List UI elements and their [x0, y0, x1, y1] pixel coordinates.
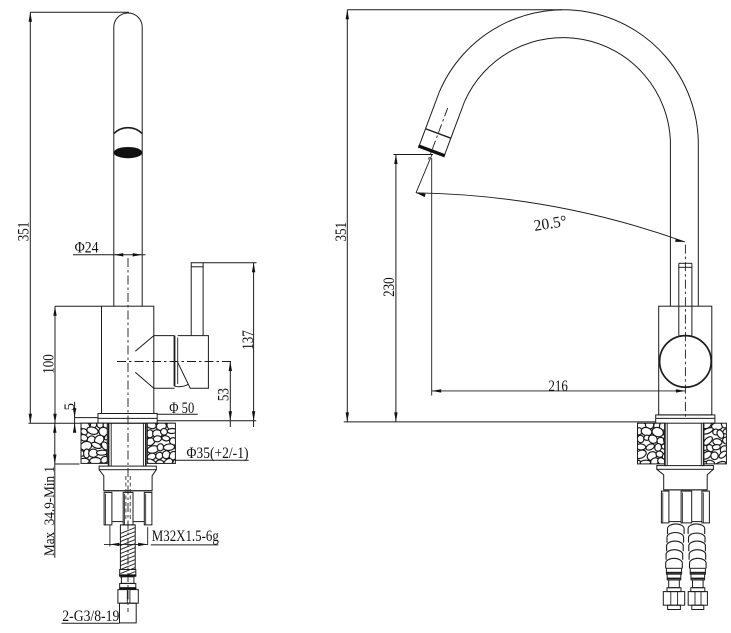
svg-text:Φ 50: Φ 50 — [169, 400, 194, 417]
svg-text:Φ35(+2/-1): Φ35(+2/-1) — [187, 445, 249, 462]
svg-text:5: 5 — [62, 403, 78, 411]
svg-text:137: 137 — [240, 330, 257, 350]
svg-text:351: 351 — [16, 222, 33, 242]
svg-text:351: 351 — [333, 222, 350, 242]
svg-text:53: 53 — [216, 388, 233, 401]
svg-text:20.5°: 20.5° — [533, 213, 568, 235]
svg-text:216: 216 — [548, 378, 568, 395]
svg-text:230: 230 — [381, 277, 398, 297]
svg-text:2-G3/8-19: 2-G3/8-19 — [62, 608, 119, 625]
svg-text:100: 100 — [41, 354, 58, 374]
svg-text:M32X1.5-6g: M32X1.5-6g — [152, 528, 219, 545]
svg-text:Max 34.9-Min 1: Max 34.9-Min 1 — [42, 466, 58, 556]
svg-text:Φ24: Φ24 — [75, 240, 99, 257]
